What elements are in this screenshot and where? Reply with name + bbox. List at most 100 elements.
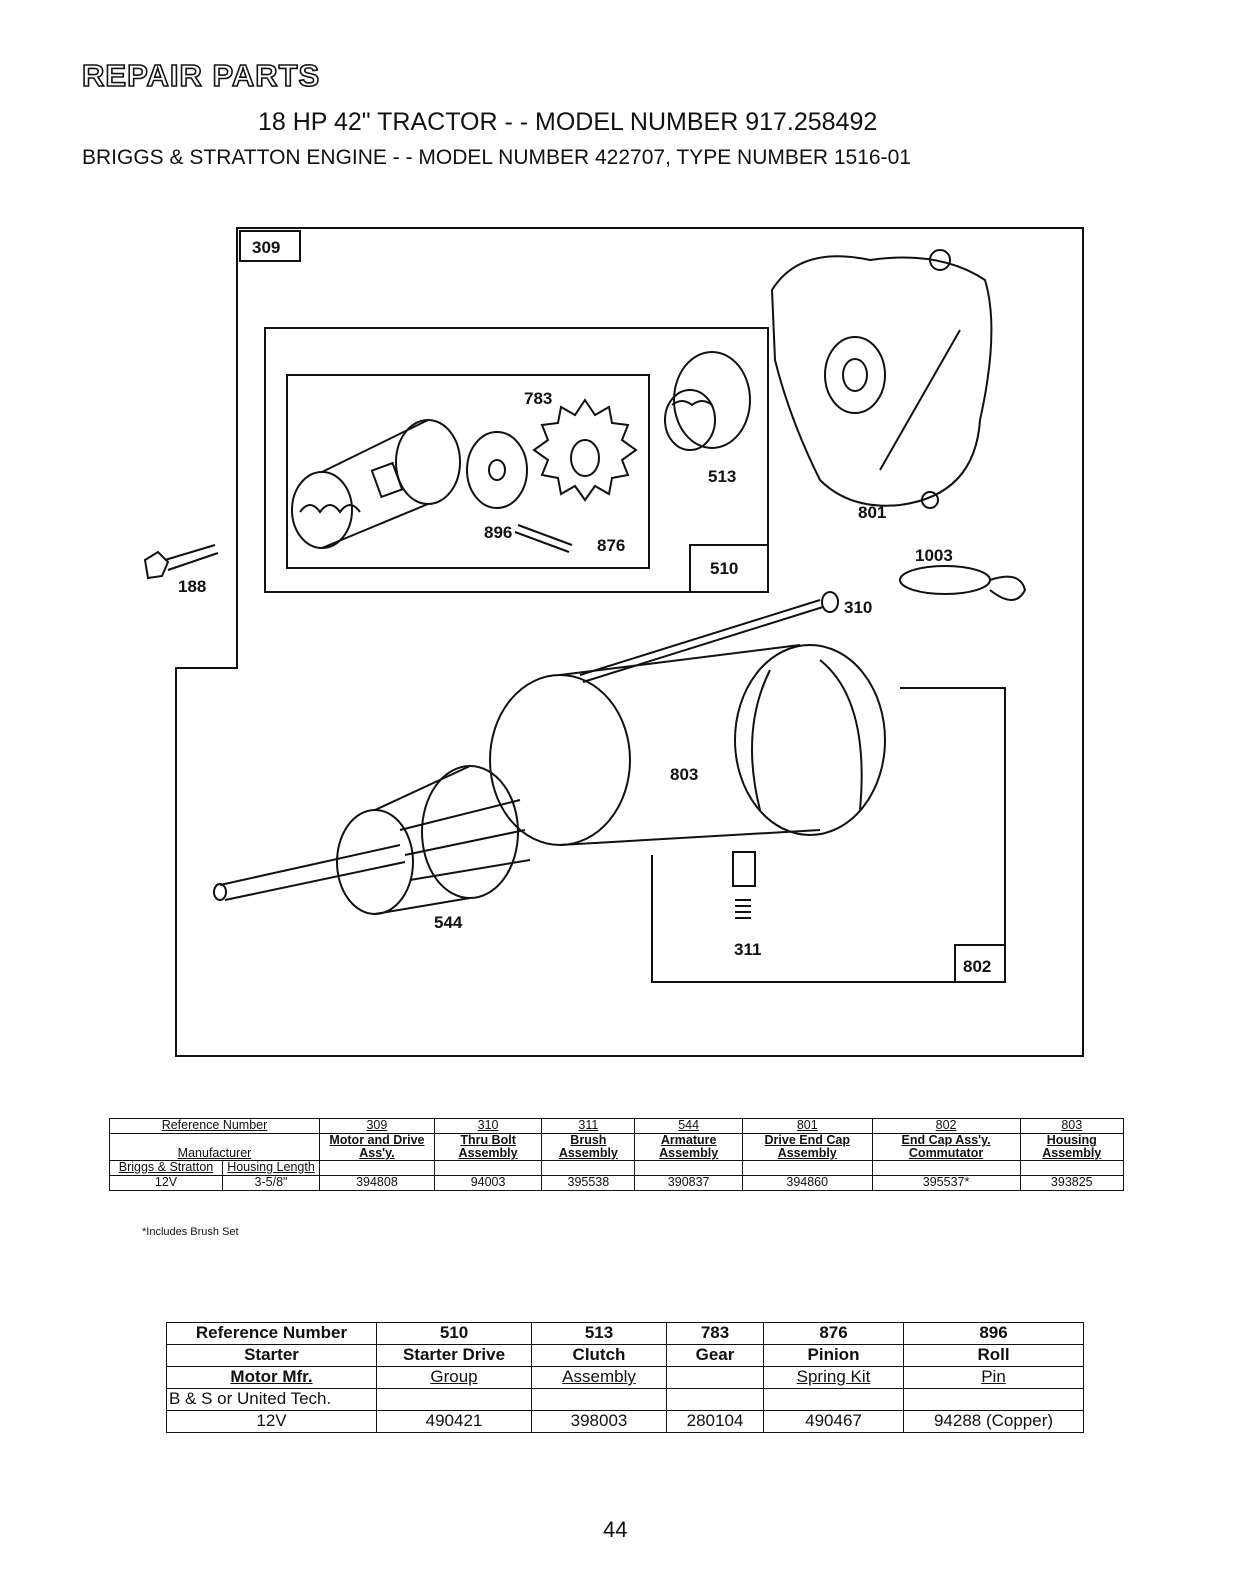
- ref-cell: 310: [433, 1118, 543, 1134]
- label-544: 544: [434, 913, 463, 932]
- briggs-stratton-header: Briggs & Stratton: [109, 1160, 223, 1176]
- page-number: 44: [603, 1517, 628, 1542]
- desc-cell: Group: [376, 1366, 532, 1389]
- ref-cell: 802: [871, 1118, 1021, 1134]
- starter-drive-parts-table: Reference Number 510 513 783 876 896 Sta…: [166, 1322, 1084, 1433]
- table-row: 12V 490421 398003 280104 490467 94288 (C…: [166, 1410, 1084, 1433]
- ref-cell: 510: [376, 1322, 532, 1345]
- desc-cell: Spring Kit: [763, 1366, 904, 1389]
- label-311: 311: [734, 940, 761, 959]
- desc-cell: Clutch: [531, 1344, 667, 1367]
- desc-cell: Assembly: [531, 1366, 667, 1389]
- ref-cell: 311: [541, 1118, 636, 1134]
- label-310: 310: [844, 598, 872, 617]
- label-876: 876: [597, 536, 625, 555]
- desc-cell: Gear: [666, 1344, 764, 1367]
- ref-cell: 896: [903, 1322, 1084, 1345]
- housing-803-part: [489, 644, 886, 846]
- part-number-cell: 394808: [319, 1175, 435, 1191]
- part-number-cell: 490421: [376, 1410, 532, 1433]
- label-896: 896: [484, 523, 512, 542]
- length-cell: 3-5/8": [222, 1175, 320, 1191]
- voltage-cell: 12V: [166, 1410, 377, 1433]
- starter-motor-parts-table: Reference Number 309 310 311 544 801 802…: [109, 1118, 1125, 1191]
- ref-cell: 513: [531, 1322, 667, 1345]
- pinion-cylinder-part: [291, 419, 461, 549]
- desc-cell: [666, 1366, 764, 1389]
- armature-544-part: [213, 765, 531, 915]
- brush-311-part: [732, 851, 756, 919]
- ref-cell: 783: [666, 1322, 764, 1345]
- starter-label: Starter: [166, 1344, 377, 1367]
- label-188: 188: [178, 577, 206, 596]
- part-number-cell: 490467: [763, 1410, 904, 1433]
- label-1003: 1003: [915, 546, 953, 565]
- part-number-cell: 398003: [531, 1410, 667, 1433]
- desc-cell: Motor and Drive Ass'y.: [319, 1133, 435, 1161]
- part-number-cell: 390837: [634, 1175, 743, 1191]
- footnote: *Includes Brush Set: [142, 1226, 239, 1238]
- desc-cell: End Cap Ass'y. Commutator: [871, 1133, 1021, 1161]
- ref-number-header: Reference Number: [166, 1322, 377, 1345]
- roll-pin-part: [514, 524, 573, 553]
- table-row: Reference Number 510 513 783 876 896: [166, 1322, 1084, 1345]
- ref-number-header: Reference Number: [109, 1118, 320, 1134]
- starter-motor-exploded-diagram: 309 510 802: [143, 227, 1084, 1057]
- part-number-cell: 94003: [433, 1175, 543, 1191]
- label-803: 803: [670, 765, 698, 784]
- table-row: Reference Number 309 310 311 544 801 802…: [109, 1118, 1125, 1134]
- washer-part: [466, 431, 528, 509]
- gear-783-part: [532, 398, 638, 502]
- clutch-513-part: [664, 351, 751, 451]
- drive-inner-box: [286, 374, 650, 569]
- ref-box-510: [689, 544, 769, 593]
- ref-cell: 876: [763, 1322, 904, 1345]
- motor-mfr-label: Motor Mfr.: [166, 1366, 377, 1389]
- engine-model-heading: BRIGGS & STRATTON ENGINE - - MODEL NUMBE…: [82, 146, 911, 169]
- housing-length-header: Housing Length: [222, 1160, 320, 1176]
- desc-cell: Starter Drive: [376, 1344, 532, 1367]
- table-row: Motor Mfr. Group Assembly Spring Kit Pin: [166, 1366, 1084, 1389]
- ref-cell: 803: [1019, 1118, 1125, 1134]
- manufacturer-header: Manufacturer: [109, 1133, 320, 1161]
- desc-cell: Roll: [903, 1344, 1084, 1367]
- part-number-cell: 394860: [741, 1175, 873, 1191]
- label-801: 801: [858, 503, 886, 522]
- label-309: 309: [252, 238, 280, 257]
- manufacturer-value: B & S or United Tech.: [166, 1388, 377, 1411]
- thru-bolt-310-part: [579, 591, 839, 683]
- drive-group-box: [264, 327, 769, 593]
- diagram-frame: [175, 227, 1084, 1057]
- label-802: 802: [963, 957, 991, 976]
- drive-end-cap-801-part: [770, 249, 993, 509]
- end-cap-box: [651, 687, 1006, 983]
- part-number-cell: 280104: [666, 1410, 764, 1433]
- bolt-188-part: [143, 544, 219, 580]
- part-number-cell: 393825: [1019, 1175, 1125, 1191]
- part-number-cell: 395538: [541, 1175, 636, 1191]
- lock-washer-1003-part: [899, 565, 1027, 601]
- table-row: 12V 3-5/8" 394808 94003 395538 390837 39…: [109, 1175, 1125, 1191]
- desc-cell: Thru Bolt Assembly: [433, 1133, 543, 1161]
- table-row: Briggs & Stratton Housing Length: [109, 1160, 1125, 1176]
- ref-cell: 309: [319, 1118, 435, 1134]
- ref-box-309: [239, 230, 301, 262]
- label-513: 513: [708, 467, 736, 486]
- table-row: B & S or United Tech.: [166, 1388, 1084, 1411]
- part-number-cell: 94288 (Copper): [903, 1410, 1084, 1433]
- desc-cell: Brush Assembly: [541, 1133, 636, 1161]
- table-row: Manufacturer Motor and Drive Ass'y. Thru…: [109, 1133, 1125, 1161]
- ref-cell: 801: [741, 1118, 873, 1134]
- desc-cell: Housing Assembly: [1019, 1133, 1125, 1161]
- label-783: 783: [524, 389, 552, 408]
- desc-cell: Armature Assembly: [634, 1133, 743, 1161]
- desc-cell: Pin: [903, 1366, 1084, 1389]
- part-number-cell: 395537*: [871, 1175, 1021, 1191]
- desc-cell: Pinion: [763, 1344, 904, 1367]
- ref-cell: 544: [634, 1118, 743, 1134]
- voltage-cell: 12V: [109, 1175, 223, 1191]
- label-510: 510: [710, 559, 738, 578]
- tractor-model-heading: 18 HP 42" TRACTOR - - MODEL NUMBER 917.2…: [258, 108, 878, 136]
- page-title: REPAIR PARTS: [81, 57, 321, 94]
- desc-cell: Drive End Cap Assembly: [741, 1133, 873, 1161]
